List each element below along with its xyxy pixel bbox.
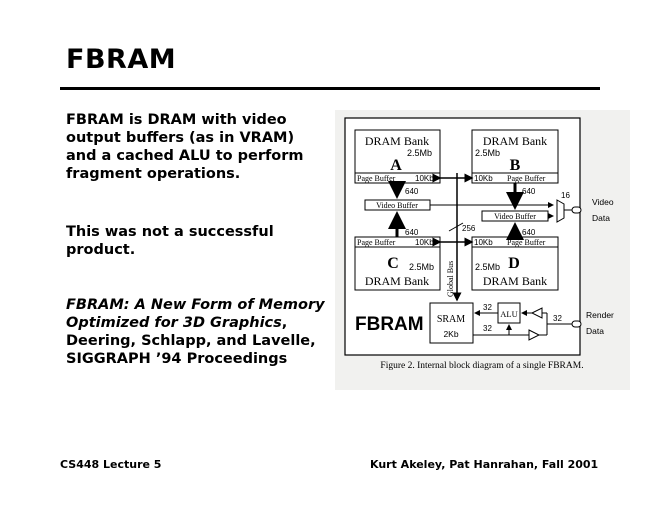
chip-label: FBRAM: [355, 314, 424, 335]
diagram-label: 32: [483, 324, 492, 333]
diagram-label: 640: [405, 187, 419, 196]
diagram-label: Data: [586, 326, 604, 336]
diagram-label: ALU: [500, 309, 517, 319]
diagram-label: B: [510, 157, 521, 174]
citation-title: FBRAM: A New Form of Memory Optimized fo…: [66, 297, 325, 331]
diagram-label: DRAM Bank: [483, 274, 547, 288]
sram-block: SRAM 2Kb: [429, 302, 474, 344]
page-to-video-arrows: [388, 181, 524, 240]
global-bus: [432, 173, 474, 302]
diagram-label: 2Kb: [443, 329, 458, 339]
video-buffer-right: Video Buffer: [481, 210, 549, 222]
global-bus-label: Global Bus: [446, 261, 455, 297]
note-paragraph: This was not a successful product.: [66, 224, 274, 258]
bank-b: DRAM Bank 2.5Mb B 10Kb Page Buffer: [471, 129, 559, 184]
diagram-label: 10Kb: [474, 174, 493, 183]
footer-course: CS448 Lecture 5: [60, 458, 162, 471]
citation-paragraph: FBRAM: A New Form of Memory Optimized fo…: [66, 296, 326, 368]
diagram-label: SRAM: [437, 314, 465, 325]
diagram-label: 10Kb: [474, 238, 493, 247]
diagram-svg: DRAM Bank 2.5Mb A Page Buffer 10Kb DRAM …: [344, 117, 614, 371]
diagram-label: DRAM Bank: [365, 274, 429, 288]
bank-d: 10Kb Page Buffer D 2.5Mb DRAM Bank: [471, 236, 559, 291]
diagram-label: 256: [462, 224, 476, 233]
slide-title: FBRAM: [66, 44, 177, 75]
alu-block: ALU: [497, 302, 521, 324]
fbram-block-diagram: DRAM Bank 2.5Mb A Page Buffer 10Kb DRAM …: [335, 110, 630, 390]
diagram-label: Video: [592, 197, 614, 207]
diagram-label: 2.5Mb: [409, 262, 434, 272]
diagram-label: DRAM Bank: [365, 134, 429, 148]
diagram-label: 10Kb: [415, 174, 434, 183]
diagram-label: 2.5Mb: [475, 262, 500, 272]
diagram-label: 640: [405, 228, 419, 237]
diagram-label: 640: [522, 187, 536, 196]
footer-authors: Kurt Akeley, Pat Hanrahan, Fall 2001: [370, 458, 599, 471]
video-output-path: [430, 199, 582, 223]
diagram-label: 32: [483, 303, 492, 312]
diagram-label: Page Buffer: [357, 174, 396, 183]
diagram-label: 10Kb: [415, 238, 434, 247]
diagram-label: Render: [586, 310, 614, 320]
figure-caption: Figure 2. Internal block diagram of a si…: [380, 360, 583, 371]
title-divider: [60, 87, 600, 90]
diagram-label: Page Buffer: [507, 174, 546, 183]
render-path: [473, 307, 582, 341]
bank-a: DRAM Bank 2.5Mb A Page Buffer 10Kb: [354, 129, 441, 184]
diagram-label: 32: [553, 314, 562, 323]
diagram-label: D: [508, 255, 520, 272]
diagram-label: DRAM Bank: [483, 134, 547, 148]
diagram-label: Page Buffer: [507, 238, 546, 247]
citation-details: , Deering, Schlapp, and Lavelle, SIGGRAP…: [66, 315, 316, 367]
description-paragraph: FBRAM is DRAM with video output buffers …: [66, 112, 304, 182]
bank-c: Page Buffer 10Kb C 2.5Mb DRAM Bank: [354, 236, 441, 291]
diagram-label: Video Buffer: [494, 212, 536, 221]
diagram-label: A: [390, 157, 402, 174]
diagram-label: Page Buffer: [357, 238, 396, 247]
diagram-label: C: [387, 255, 399, 272]
diagram-label: 16: [561, 191, 570, 200]
diagram-label: Video Buffer: [376, 201, 418, 210]
diagram-label: 640: [522, 228, 536, 237]
diagram-label: Data: [592, 213, 610, 223]
video-buffer-left: Video Buffer: [364, 199, 431, 211]
diagram-label: 2.5Mb: [407, 148, 432, 158]
diagram-label: 2.5Mb: [475, 148, 500, 158]
